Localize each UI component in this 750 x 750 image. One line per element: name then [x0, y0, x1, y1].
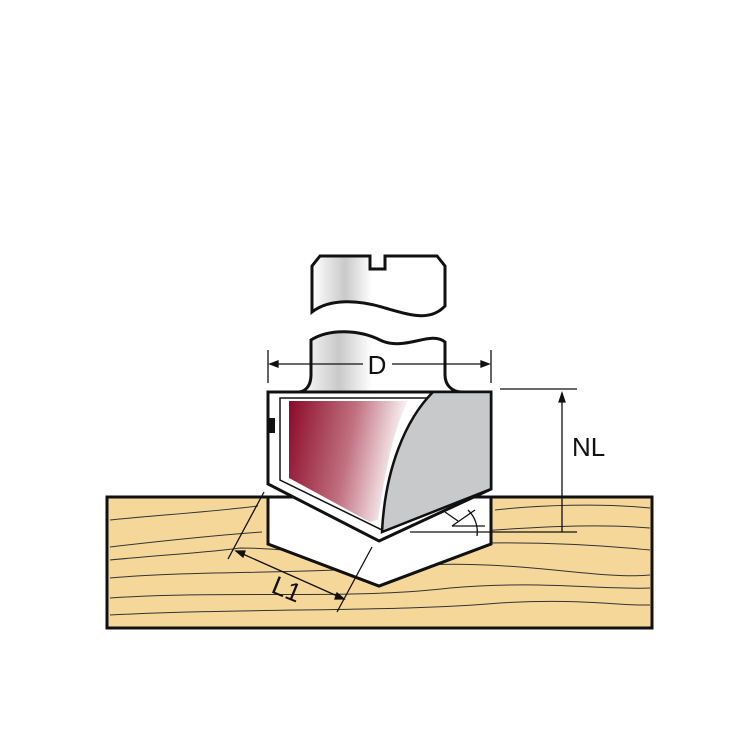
cutting-depth-label: NL [572, 432, 605, 462]
shank-upper [310, 254, 447, 318]
cutter-body [266, 390, 493, 543]
cutting-depth-dimension [410, 388, 577, 533]
shank-lower [297, 330, 463, 394]
cutting-length-dimension [227, 491, 373, 613]
diameter-label: D [368, 350, 387, 380]
cutting-edge-face [289, 401, 408, 522]
diameter-dimension [267, 350, 492, 383]
angle-mark [444, 509, 485, 537]
insert-screw-mark [269, 418, 275, 433]
cutter-side-face [380, 390, 493, 534]
